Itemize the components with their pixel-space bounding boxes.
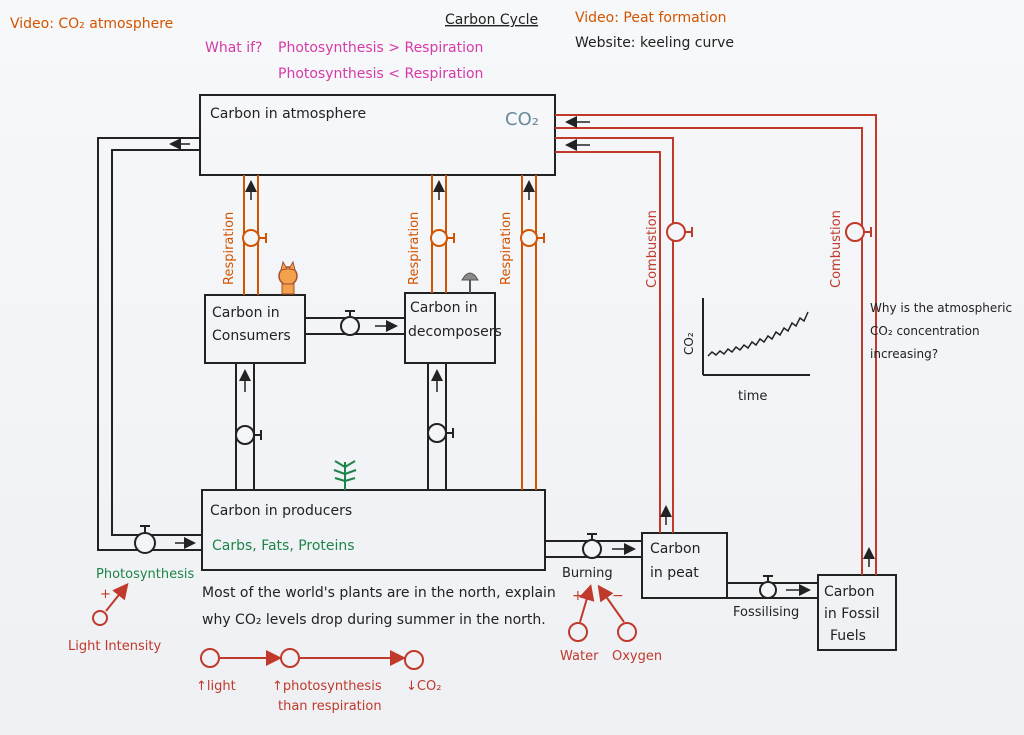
question-north-line-2: why CO₂ levels drop during summer in the… [202, 612, 546, 628]
label-photosynthesis: Photosynthesis [96, 567, 195, 582]
box-fossil-label-3: Fuels [830, 628, 866, 644]
label-burning: Burning [562, 566, 613, 581]
box-atmosphere-co2: CO₂ [505, 109, 539, 130]
question-north-line-1: Most of the world's plants are in the no… [202, 585, 556, 601]
pipe-respiration-producers [521, 175, 537, 490]
question-atm-line-3: increasing? [870, 347, 938, 361]
label-light-intensity: Light Intensity [68, 639, 161, 654]
box-consumers-label-2: Consumers [212, 328, 291, 344]
box-peat-label-1: Carbon [650, 541, 700, 557]
factor-oxygen: − Oxygen [597, 584, 662, 664]
oxygen-minus: − [612, 588, 624, 604]
box-decomposers-label-2: decomposers [408, 324, 502, 340]
box-producers-label: Carbon in producers [210, 503, 352, 519]
box-fossil-fuels: Carbon in Fossil Fuels [817, 574, 897, 651]
box-producers-sub: Carbs, Fats, Proteins [212, 538, 355, 554]
factor-water: + Water [560, 584, 599, 664]
video-co2-link[interactable]: Video: CO₂ atmosphere [10, 16, 173, 32]
chain-step-photo-1: ↑photosynthesis [272, 679, 382, 694]
valve-producers-consumers-icon [235, 425, 262, 445]
box-decomposers: Carbon in decomposers [404, 292, 502, 364]
chain-step-co2: ↓CO₂ [406, 679, 441, 694]
label-combustion-2: Combustion [829, 210, 844, 288]
valve-producers-decomposers-icon [427, 423, 454, 443]
label-combustion-1: Combustion [645, 210, 660, 288]
diagram-title: Carbon Cycle [445, 12, 538, 28]
valve-respiration-producers-icon [520, 229, 545, 247]
factor-light: + Light Intensity [68, 582, 161, 654]
valve-consumers-decomposers-icon [340, 310, 360, 336]
label-fossilising: Fossilising [733, 605, 799, 620]
mushroom-icon [461, 272, 479, 293]
valve-photosynthesis-icon [134, 525, 156, 554]
box-producers: Carbon in producers Carbs, Fats, Protein… [201, 489, 546, 571]
box-peat-label-2: in peat [650, 565, 699, 581]
whatif-photo-gt-resp: Photosynthesis > Respiration [278, 40, 483, 56]
box-atmosphere-label: Carbon in atmosphere [210, 106, 366, 122]
label-respiration-2: Respiration [407, 212, 422, 285]
keeling-curve-line [707, 311, 809, 357]
valve-respiration-decomposers-icon [430, 229, 455, 247]
box-fossil-label-2: in Fossil [824, 606, 880, 622]
box-fossil-label-1: Carbon [824, 584, 874, 600]
box-atmosphere: Carbon in atmosphere CO₂ [199, 94, 556, 176]
website-keeling-link[interactable]: Website: keeling curve [575, 35, 734, 51]
label-respiration-1: Respiration [222, 212, 237, 285]
box-decomposers-label-1: Carbon in [410, 300, 478, 316]
whatif-label: What if? [205, 40, 262, 56]
pipe-producers-decomposers [427, 363, 447, 490]
box-consumers-label-1: Carbon in [212, 305, 280, 321]
chain-step-light: ↑light [196, 679, 236, 694]
keeling-xlabel: time [738, 389, 767, 404]
pipe-combustion-peat [555, 137, 674, 533]
valve-combustion-peat-icon [666, 222, 693, 242]
valve-respiration-consumers-icon [242, 229, 267, 247]
question-atm-line-2: CO₂ concentration [870, 324, 980, 338]
label-oxygen: Oxygen [612, 649, 662, 664]
chain-step-photo-2: than respiration [278, 699, 382, 714]
question-atm-line-1: Why is the atmospheric [870, 301, 1012, 315]
video-peat-link[interactable]: Video: Peat formation [575, 10, 727, 26]
light-plus: + [100, 587, 111, 602]
valve-combustion-fossil-icon [845, 222, 872, 242]
reasoning-chain: ↑light ↑photosynthesis than respiration … [196, 648, 441, 714]
box-consumers: Carbon in Consumers [204, 294, 306, 364]
pipe-photosynthesis [97, 137, 202, 551]
pipe-producers-consumers [235, 363, 255, 490]
valve-fossilising-icon [759, 575, 777, 599]
pipe-combustion-fossil [555, 114, 877, 575]
label-water: Water [560, 649, 599, 664]
fox-icon [278, 260, 298, 295]
water-plus: + [572, 588, 584, 604]
whatif-photo-lt-resp: Photosynthesis < Respiration [278, 66, 483, 82]
plant-icon [333, 460, 357, 490]
keeling-graph: CO₂ time [682, 298, 810, 404]
valve-burning-icon [582, 533, 602, 559]
label-respiration-3: Respiration [499, 212, 514, 285]
box-peat: Carbon in peat [641, 532, 728, 599]
keeling-ylabel: CO₂ [682, 332, 696, 355]
